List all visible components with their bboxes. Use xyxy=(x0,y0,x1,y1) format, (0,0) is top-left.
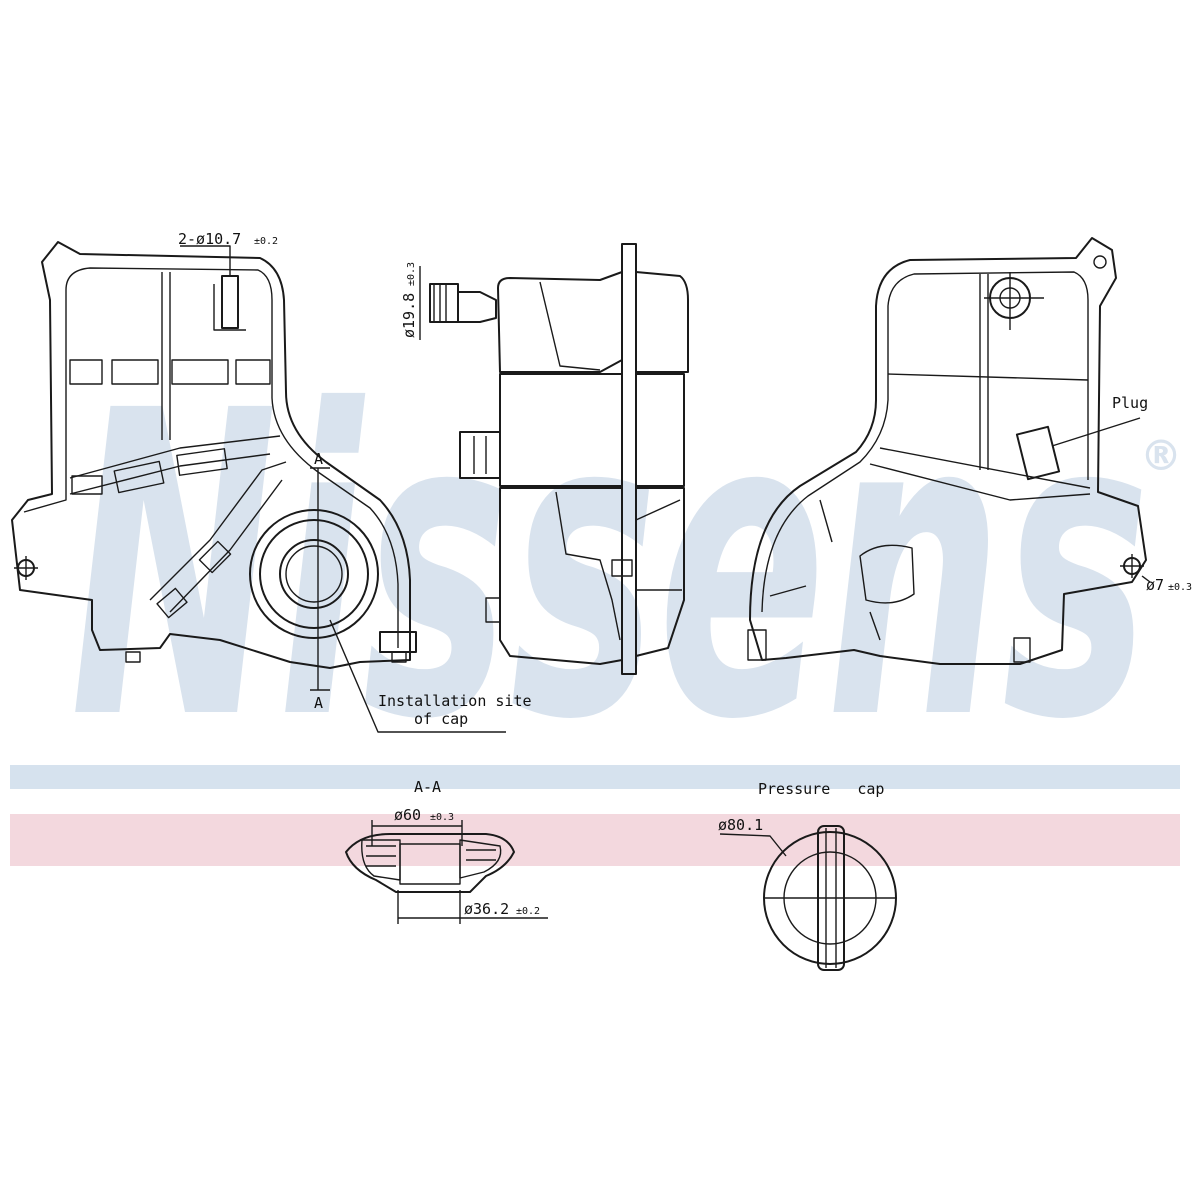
section-mark-top: A xyxy=(314,450,323,468)
rear-plug-label: Plug xyxy=(1112,394,1148,412)
rear-mount-dimension: ø7 xyxy=(1146,576,1164,594)
rear-mount-tolerance: ±0.3 xyxy=(1168,582,1192,593)
section-inner-dimension: ø36.2 xyxy=(464,900,509,918)
watermark-registered-mark: ® xyxy=(1140,431,1182,480)
callout-installation-site: Installation site xyxy=(378,692,532,710)
watermark-band-blue xyxy=(10,765,1180,789)
side-inlet-dimension: ø19.8 xyxy=(400,293,418,338)
section-inner-tolerance: ±0.2 xyxy=(516,906,540,917)
side-inlet-tolerance: ±0.3 xyxy=(406,262,417,286)
section-outer-tolerance: ±0.3 xyxy=(430,812,454,823)
section-mark-bottom: A xyxy=(314,694,323,712)
pressure-cap-title: Pressure cap xyxy=(758,780,884,798)
section-outer-dimension: ø60 xyxy=(394,806,421,824)
front-view xyxy=(11,241,506,733)
side-view xyxy=(419,243,689,675)
pressure-cap-view xyxy=(719,825,897,971)
front-outlet-tolerance: ±0.2 xyxy=(254,236,278,247)
watermark-band-pink xyxy=(10,814,1180,866)
rear-view xyxy=(747,237,1151,665)
section-title: A-A xyxy=(414,778,441,796)
pressure-cap-dimension: ø80.1 xyxy=(718,816,763,834)
section-a-a-view xyxy=(345,820,548,924)
front-outlet-dimension: 2-ø10.7 xyxy=(178,230,241,248)
callout-of-cap: of cap xyxy=(414,710,468,728)
